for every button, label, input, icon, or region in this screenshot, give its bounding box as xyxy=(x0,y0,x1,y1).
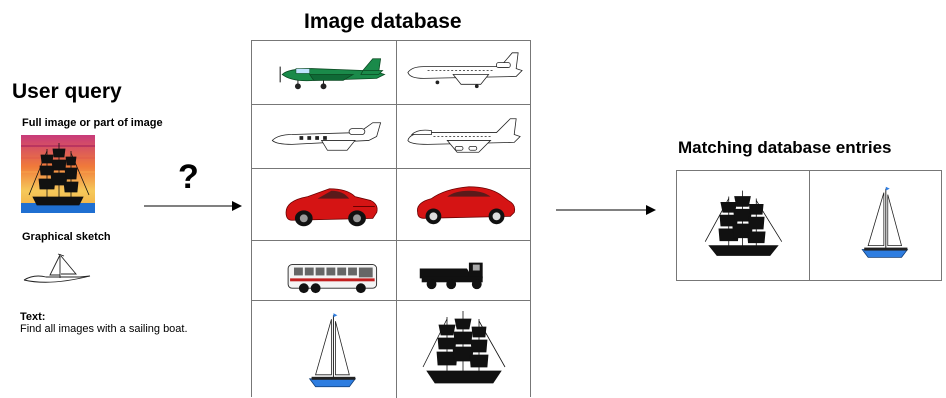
red-classic-coupe-image[interactable] xyxy=(397,169,530,240)
query-image-thumbnail xyxy=(21,135,95,213)
result-arrow xyxy=(556,203,658,217)
white-jet-airliner-image[interactable] xyxy=(397,41,530,104)
image-database-grid xyxy=(251,40,531,398)
database-row xyxy=(252,105,530,169)
full-image-label: Full image or part of image xyxy=(22,117,163,129)
sketch-boat-drawing xyxy=(20,250,100,292)
green-propeller-plane-image[interactable] xyxy=(252,41,397,104)
question-mark: ? xyxy=(178,158,199,196)
database-row xyxy=(252,301,530,398)
white-business-jet-image[interactable] xyxy=(252,105,397,168)
matching-entries-grid xyxy=(676,170,942,281)
database-row xyxy=(252,41,530,105)
tall-ship-image[interactable] xyxy=(397,301,530,398)
text-query-value: Find all images with a sailing boat. xyxy=(20,323,188,335)
sketch-label: Graphical sketch xyxy=(22,231,111,243)
bus-image[interactable] xyxy=(252,241,397,300)
match-sailboat-image[interactable] xyxy=(810,171,941,280)
matching-entries-heading: Matching database entries xyxy=(678,138,892,157)
white-jumbo-jet-image[interactable] xyxy=(397,105,530,168)
image-database-heading: Image database xyxy=(304,10,462,33)
black-truck-image[interactable] xyxy=(397,241,530,300)
text-query-label: Text: xyxy=(20,311,46,323)
user-query-heading: User query xyxy=(12,80,122,103)
database-row xyxy=(252,241,530,301)
match-tall-ship-image[interactable] xyxy=(677,171,810,280)
query-arrow xyxy=(144,199,244,213)
sailboat-image[interactable] xyxy=(252,301,397,398)
red-sports-car-image[interactable] xyxy=(252,169,397,240)
database-row xyxy=(252,169,530,241)
